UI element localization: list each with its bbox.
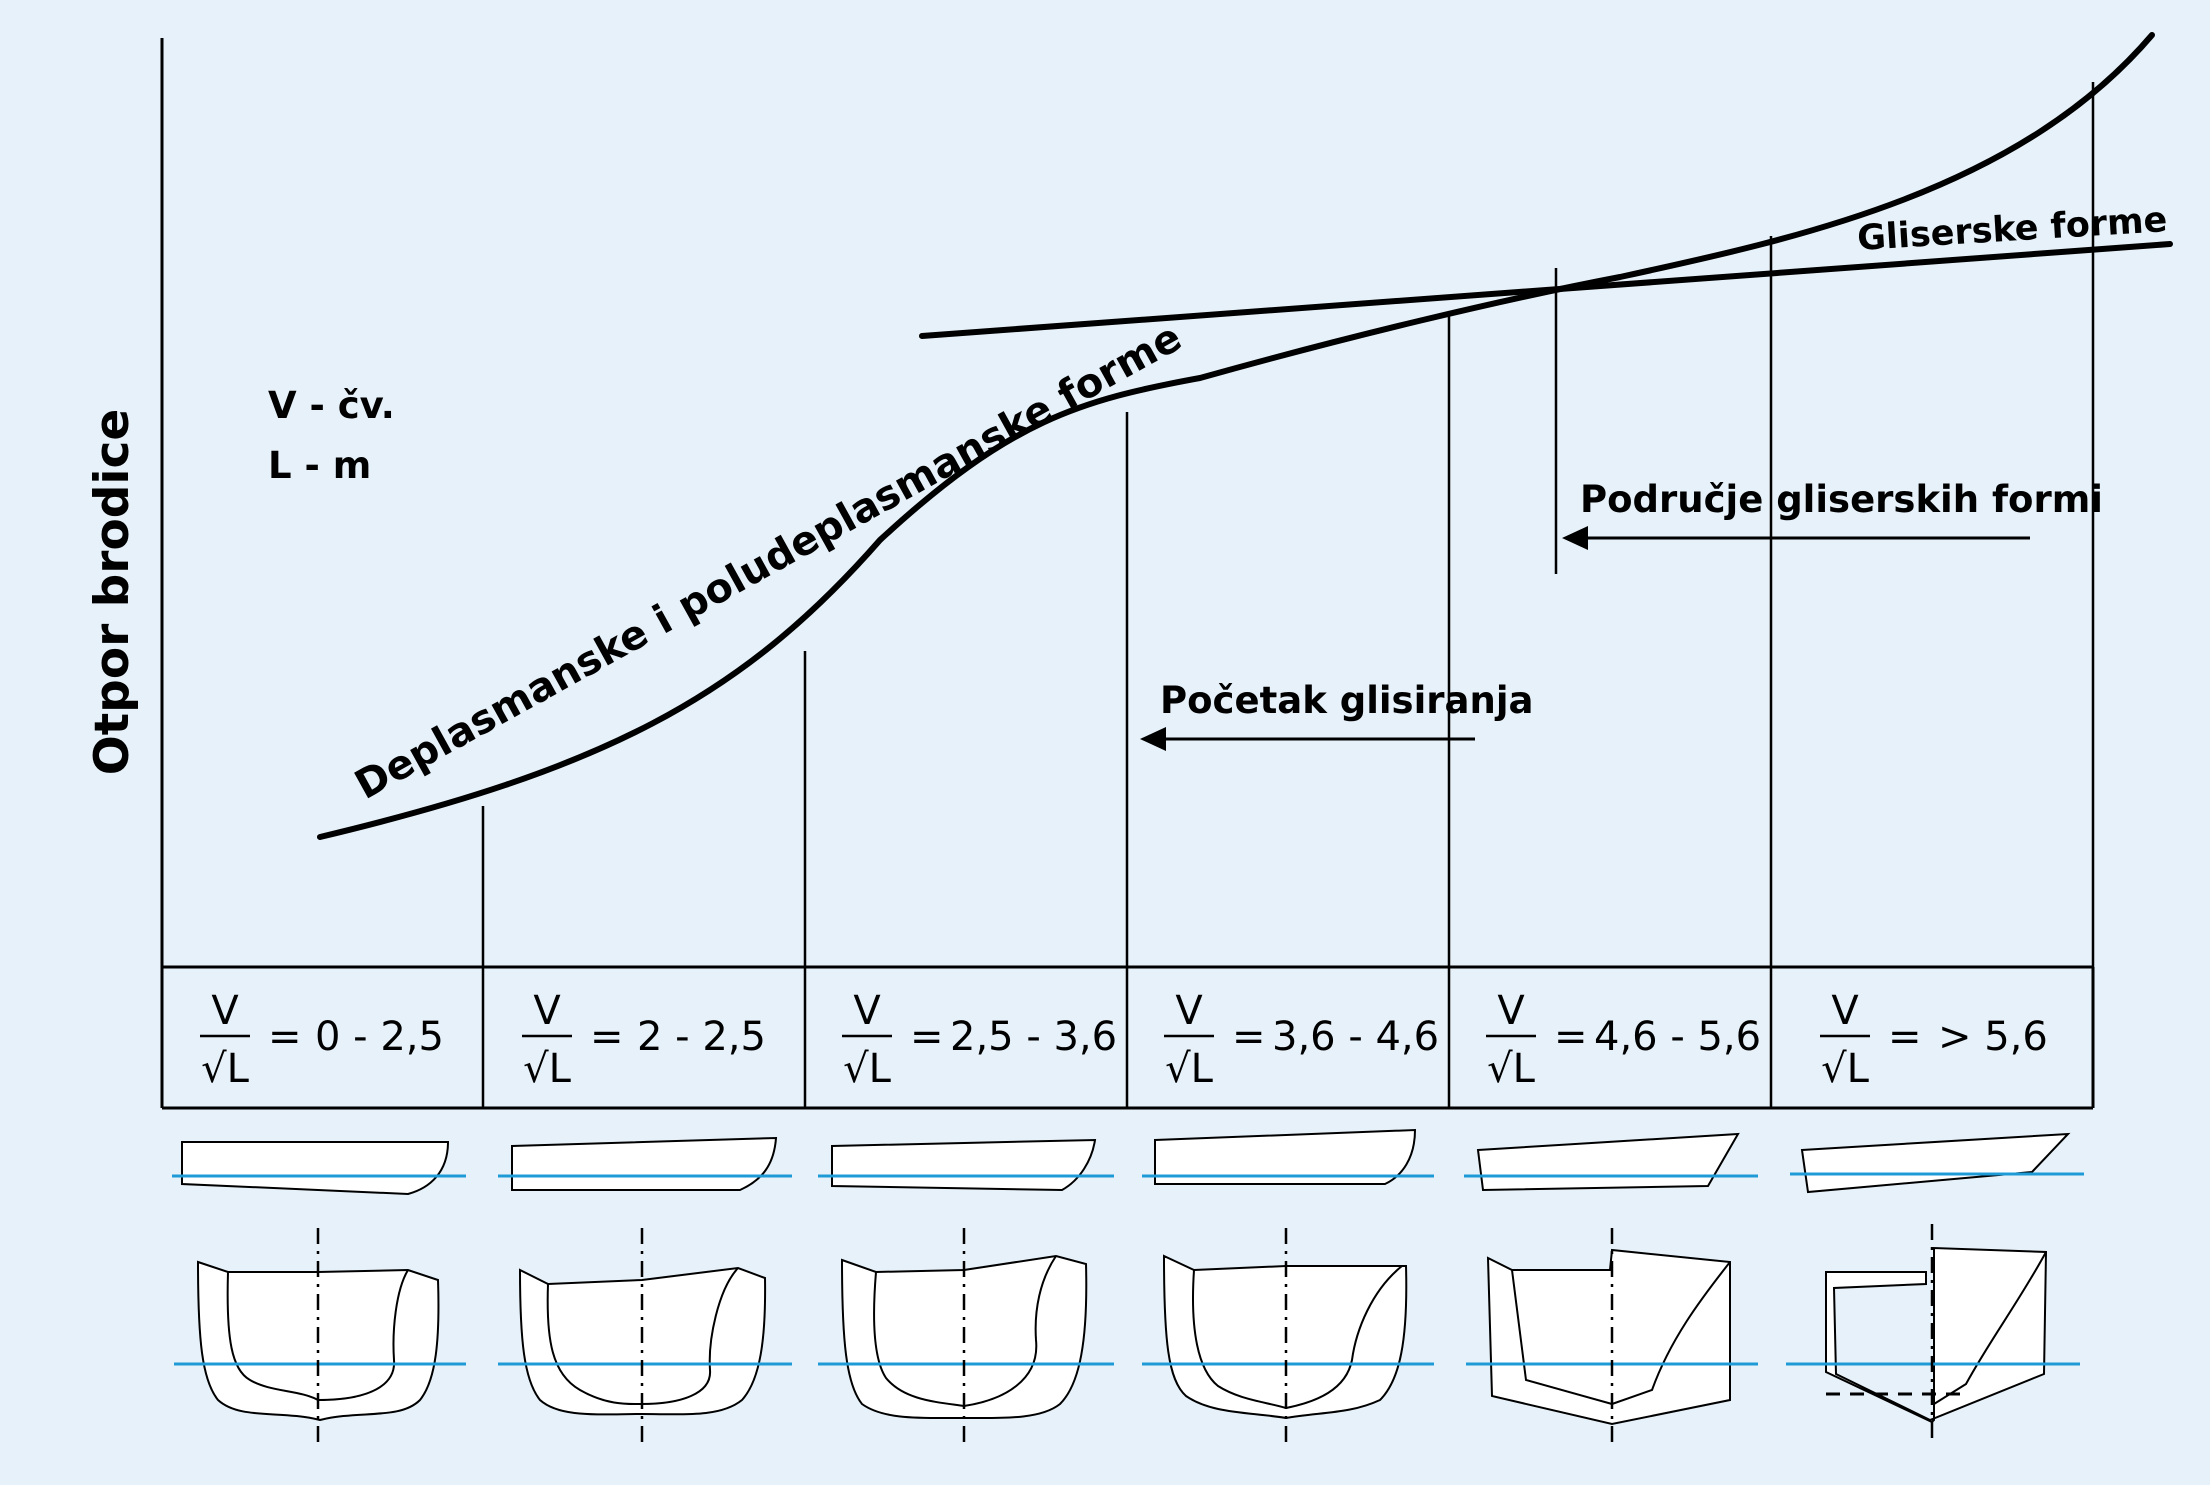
displacement-curve-label: Deplasmanske i poludeplasmanske forme [348,314,1190,808]
ratio-denominator: √L [843,1046,891,1092]
speed-ratio-table: V √L = 0 - 2,5 V √L = 2 - 2,5 V √L = 2,5… [200,988,2048,1092]
ratio-numerator: V [853,988,881,1034]
hull-profile-6 [1800,1132,2071,1194]
equals-sign: = [1232,1014,1266,1060]
planing-line [919,241,2173,339]
hull-section-6 [1825,1246,2048,1424]
ratio-cell-2: V √L = 2 - 2,5 [522,988,766,1092]
ratio-denominator: √L [1165,1046,1213,1092]
planing-region-label: Područje gliserskih formi [1580,478,2103,521]
ratio-range: > 5,6 [1938,1014,2048,1060]
planing-start-label: Početak glisiranja [1160,679,1533,722]
ratio-denominator: √L [201,1046,249,1092]
equals-sign: = [590,1014,624,1060]
planing-region-arrowhead [1562,526,1588,550]
ratio-numerator: V [1497,988,1525,1034]
ratio-denominator: √L [523,1046,571,1092]
displacement-curve [317,32,2155,840]
legend-speed-unit: V - čv. [268,384,395,427]
equals-sign: = [1888,1014,1922,1060]
ratio-denominator: √L [1821,1046,1869,1092]
legend-length-unit: L - m [268,444,371,487]
arrows [1140,526,2030,751]
ratio-range: 4,6 - 5,6 [1594,1014,1761,1060]
ratio-cell-1: V √L = 0 - 2,5 [200,988,444,1092]
ratio-denominator: √L [1487,1046,1535,1092]
hull-profile-4 [1154,1128,1417,1185]
equals-sign: = [1554,1014,1588,1060]
divider-lines [481,82,2095,1108]
hull-profile-3 [831,1138,1097,1192]
hull-section-5 [1486,1248,1731,1426]
y-axis-label: Otpor brodice [85,409,140,776]
hull-profile-5 [1476,1132,1740,1192]
ratio-numerator: V [1175,988,1203,1034]
ratio-range: 0 - 2,5 [315,1014,444,1060]
planing-start-arrowhead [1140,727,1166,751]
ratio-cell-4: V √L = 3,6 - 4,6 [1164,988,1439,1092]
ratio-range: 2,5 - 3,6 [950,1014,1117,1060]
ratio-cell-5: V √L = 4,6 - 5,6 [1486,988,1761,1092]
curves [317,32,2173,840]
ratio-range: 3,6 - 4,6 [1272,1014,1439,1060]
section-centerlines [316,1224,1934,1444]
equals-sign: = [268,1014,302,1060]
profile-waterlines [172,1172,2084,1178]
ratio-cell-3: V √L = 2,5 - 3,6 [842,988,1117,1092]
hull-sections [196,1246,2048,1426]
ratio-range: 2 - 2,5 [637,1014,766,1060]
ratio-numerator: V [1831,988,1859,1034]
hull-profile-2 [511,1136,778,1191]
equals-sign: = [910,1014,944,1060]
hull-profile-1 [181,1141,450,1196]
ratio-numerator: V [211,988,239,1034]
hull-profiles [181,1128,2071,1196]
ratio-numerator: V [533,988,561,1034]
ratio-cell-6: V √L = > 5,6 [1820,988,2048,1092]
